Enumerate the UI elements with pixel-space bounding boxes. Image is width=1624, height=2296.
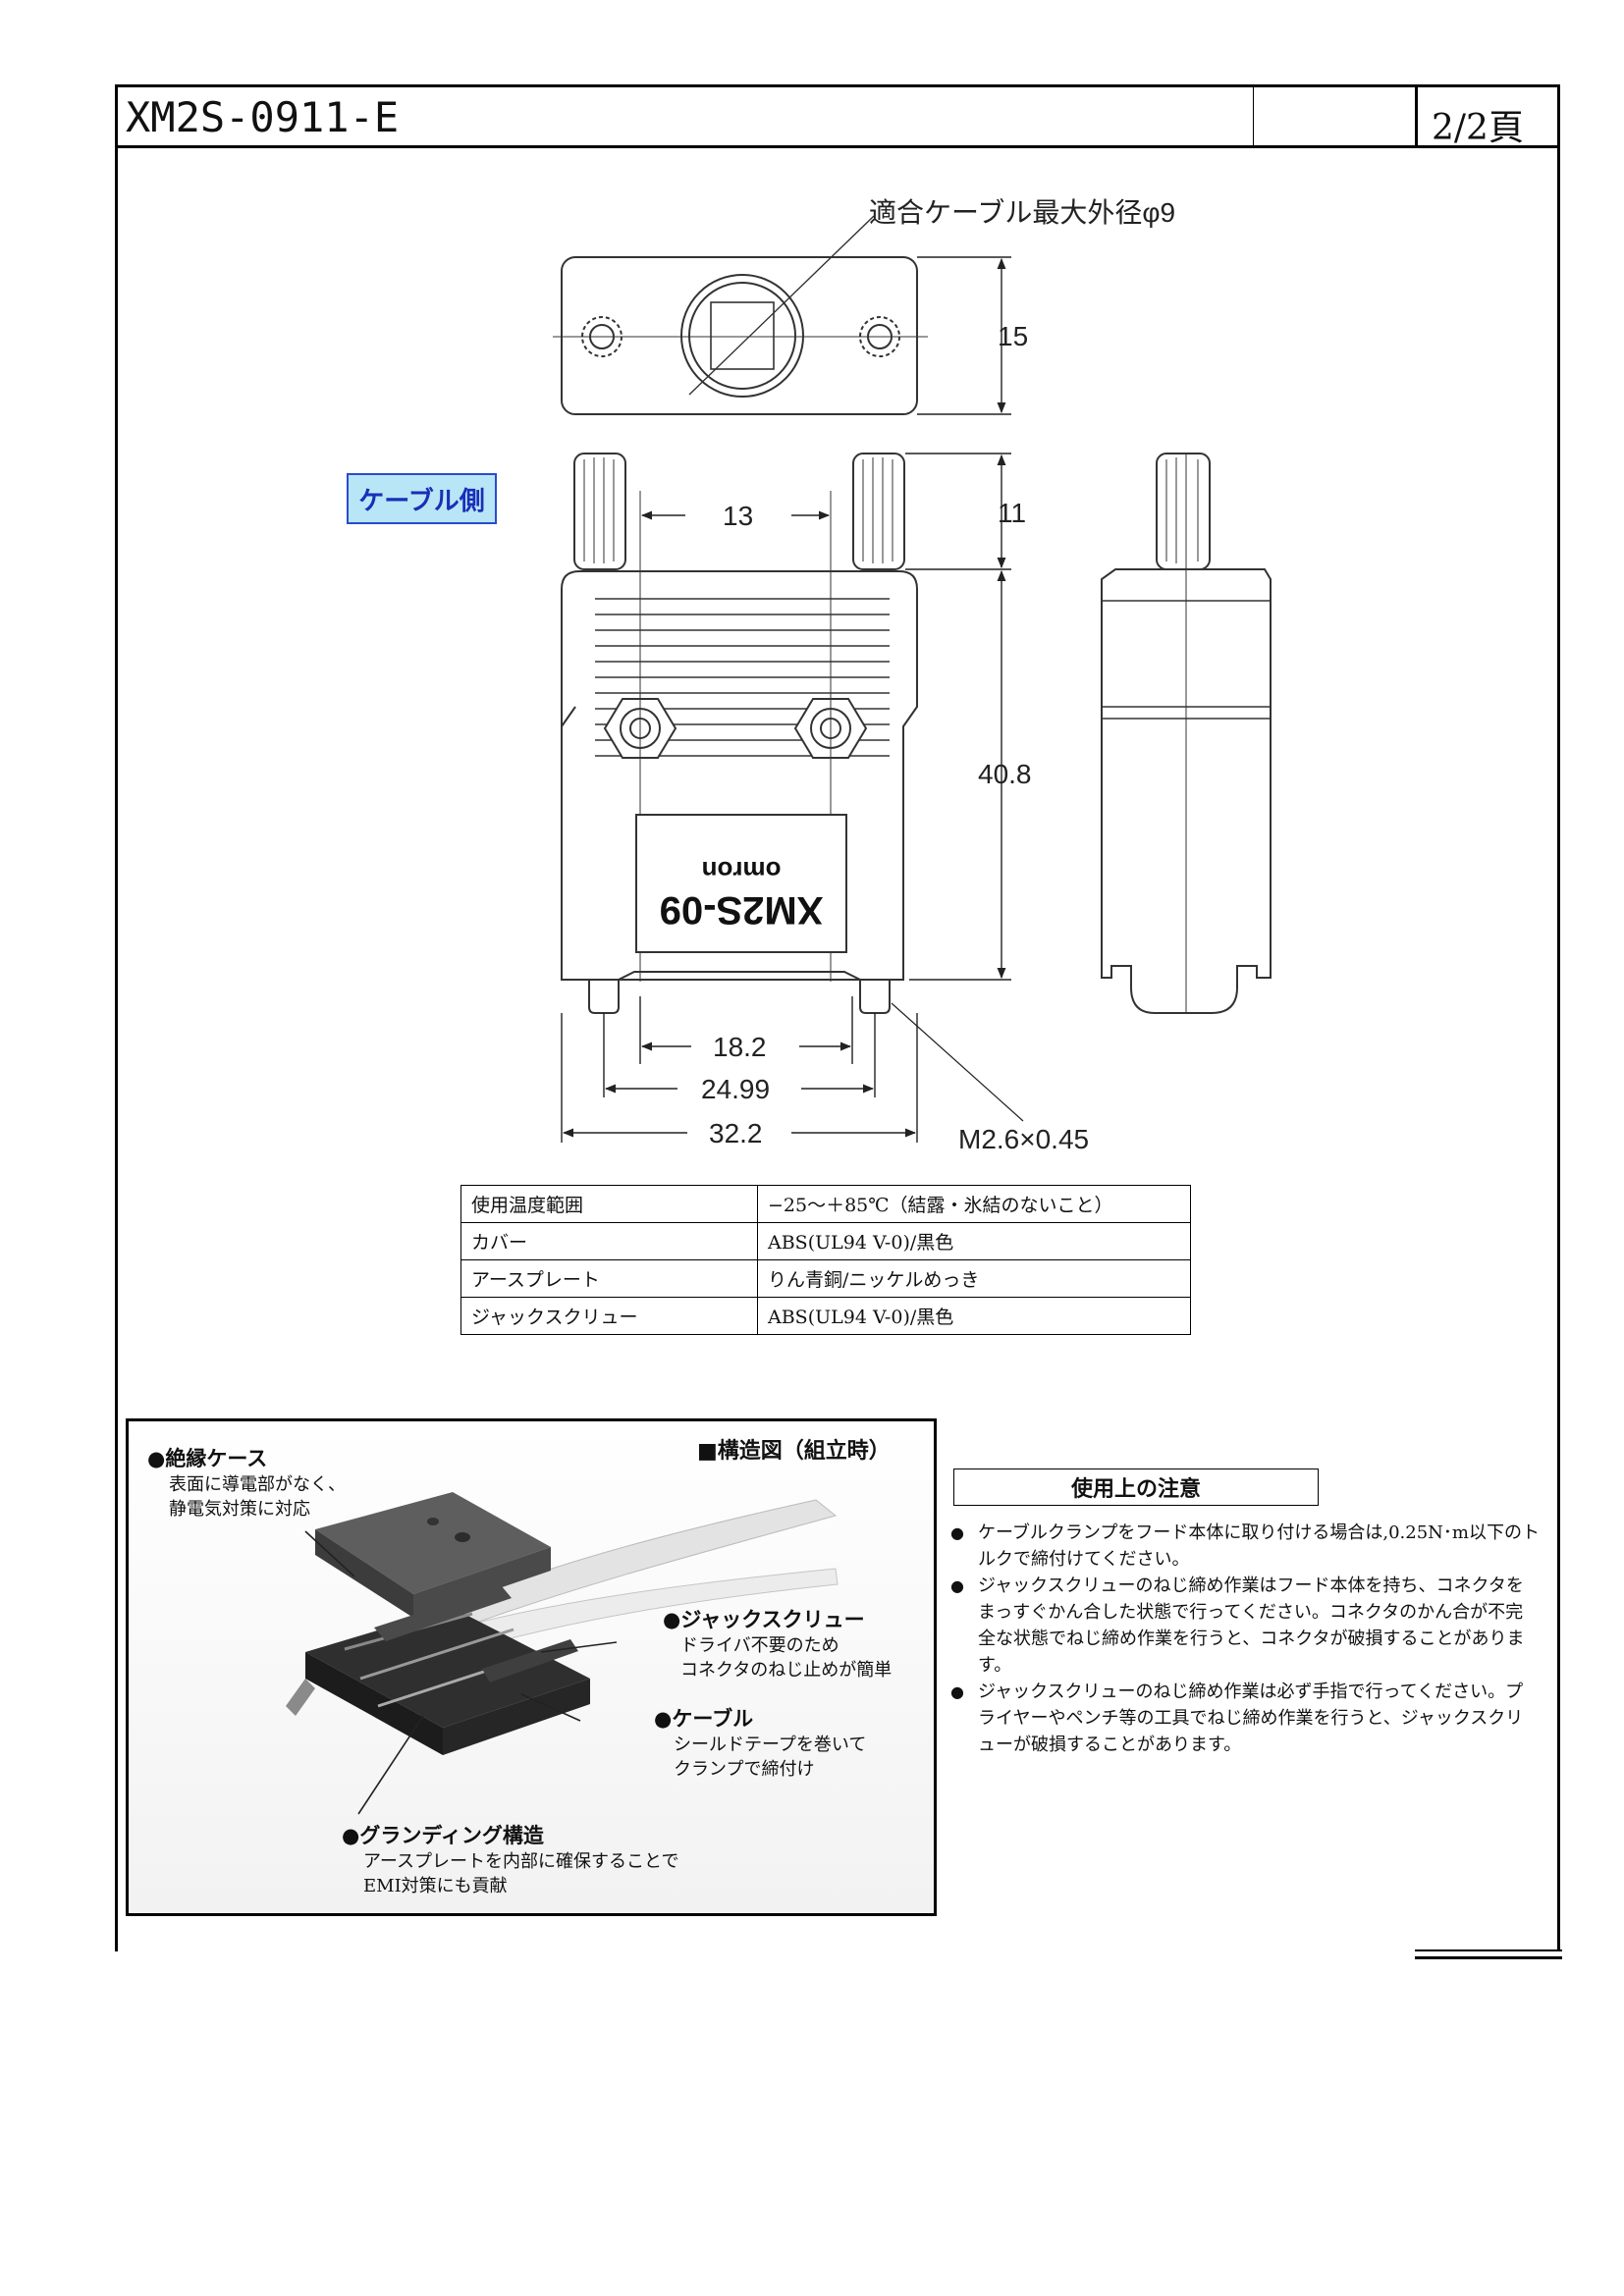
cable-opening [680,274,804,398]
cable-diameter-label: 適合ケーブル最大外径φ9 [869,197,1175,228]
front-body-outline [561,570,918,981]
dim-18-2: 18.2 [713,1032,767,1062]
callout-title: ●絶縁ケース [147,1447,268,1470]
callout-title: ●ケーブル [654,1707,754,1731]
header-rule [115,145,1560,148]
callout-title: ●グランディング構造 [342,1824,544,1847]
footer-rule [1415,1949,1562,1951]
page-number: 2/2頁 [1432,108,1524,148]
dim-24-99: 24.99 [701,1074,770,1104]
dim-15: 15 [998,321,1028,351]
dim-32-2: 32.2 [709,1118,763,1148]
footer-rule [1415,1956,1562,1959]
callout-line: クランプで締付け [674,1759,815,1780]
knob-left [573,453,626,570]
top-view-outline [561,256,918,415]
side-knob [1156,453,1211,570]
callout-insulating-case: ●絶縁ケース 表面に導電部がなく、 静電気対策に対応 [147,1443,346,1522]
thread-size: M2.6×0.45 [958,1124,1089,1154]
spec-key: アースプレート [460,1259,758,1298]
dim-13: 13 [723,501,753,531]
cable-leader-line [688,215,875,396]
table-row: アースプレート りん青銅/ニッケルめっき [460,1259,1191,1298]
list-item: ジャックスクリューのねじ締め作業は必ず手指で行ってください。プライヤーやペンチ等… [950,1679,1540,1758]
spec-key: ジャックスクリュー [460,1297,758,1335]
callout-line: アースプレートを内部に確保することで [363,1851,679,1872]
page-frame [115,84,1560,1951]
callout-line: コネクタのねじ止めが簡単 [680,1660,893,1681]
spec-key: 使用温度範囲 [460,1185,758,1223]
table-row: ジャックスクリュー ABS(UL94 V-0)/黒色 [460,1297,1191,1335]
callout-title: ●ジャックスクリュー [663,1608,865,1631]
spec-value: ABS(UL94 V-0)/黒色 [757,1222,1191,1260]
callout-line: EMI対策にも貢献 [363,1876,508,1896]
dimension-drawing: 適合ケーブル最大外径φ9 15 11 13 40.8 18.2 24.99 32… [553,197,1272,1154]
dim-11: 11 [998,498,1026,528]
knob-right [852,453,905,570]
table-row: 使用温度範囲 −25〜＋85℃（結露・氷結のないこと） [460,1185,1191,1223]
label-plate [635,814,847,953]
body-model-text: XM2S-09 [660,888,824,932]
structure-diagram [126,1418,937,1916]
notes-list: ケーブルクランプをフード本体に取り付ける場合は,0.25N･m以下のトルクで締付… [950,1520,1540,1758]
spec-value: −25〜＋85℃（結露・氷結のないこと） [757,1185,1191,1223]
callout-cable: ●ケーブル シールドテープを巻いて クランプで締付け [654,1703,866,1782]
dim-40-8: 40.8 [978,759,1032,789]
spec-value: ABS(UL94 V-0)/黒色 [757,1297,1191,1335]
callout-line: 静電気対策に対応 [169,1499,310,1520]
spec-key: カバー [460,1222,758,1260]
body-brand-text: omron [702,856,782,885]
spec-value: りん青銅/ニッケルめっき [757,1259,1191,1298]
header-separator [1253,84,1254,146]
callout-line: ドライバ不要のため [680,1635,839,1656]
callout-line: 表面に導電部がなく、 [169,1474,346,1495]
notes-title: 使用上の注意 [953,1468,1319,1506]
callout-line: シールドテープを巻いて [674,1735,867,1755]
spec-table: 使用温度範囲 −25〜＋85℃（結露・氷結のないこと） カバー ABS(UL94… [460,1185,1191,1335]
structure-title: ■構造図（組立時） [697,1439,891,1464]
assembly-illustration [129,1421,934,1913]
callout-grounding: ●グランディング構造 アースプレートを内部に確保することで EMI対策にも貢献 [342,1820,678,1898]
header-separator [1415,84,1418,146]
table-row: カバー ABS(UL94 V-0)/黒色 [460,1222,1191,1260]
callout-jack-screw: ●ジャックスクリュー ドライバ不要のため コネクタのねじ止めが簡単 [663,1604,892,1682]
side-body-outline [1101,568,1272,1014]
cable-side-label: ケーブル側 [347,473,497,524]
document-id: XM2S-0911-E [126,93,400,141]
list-item: ケーブルクランプをフード本体に取り付ける場合は,0.25N･m以下のトルクで締付… [950,1520,1540,1573]
list-item: ジャックスクリューのねじ締め作業はフード本体を持ち、コネクタをまっすぐかん合した… [950,1573,1540,1679]
